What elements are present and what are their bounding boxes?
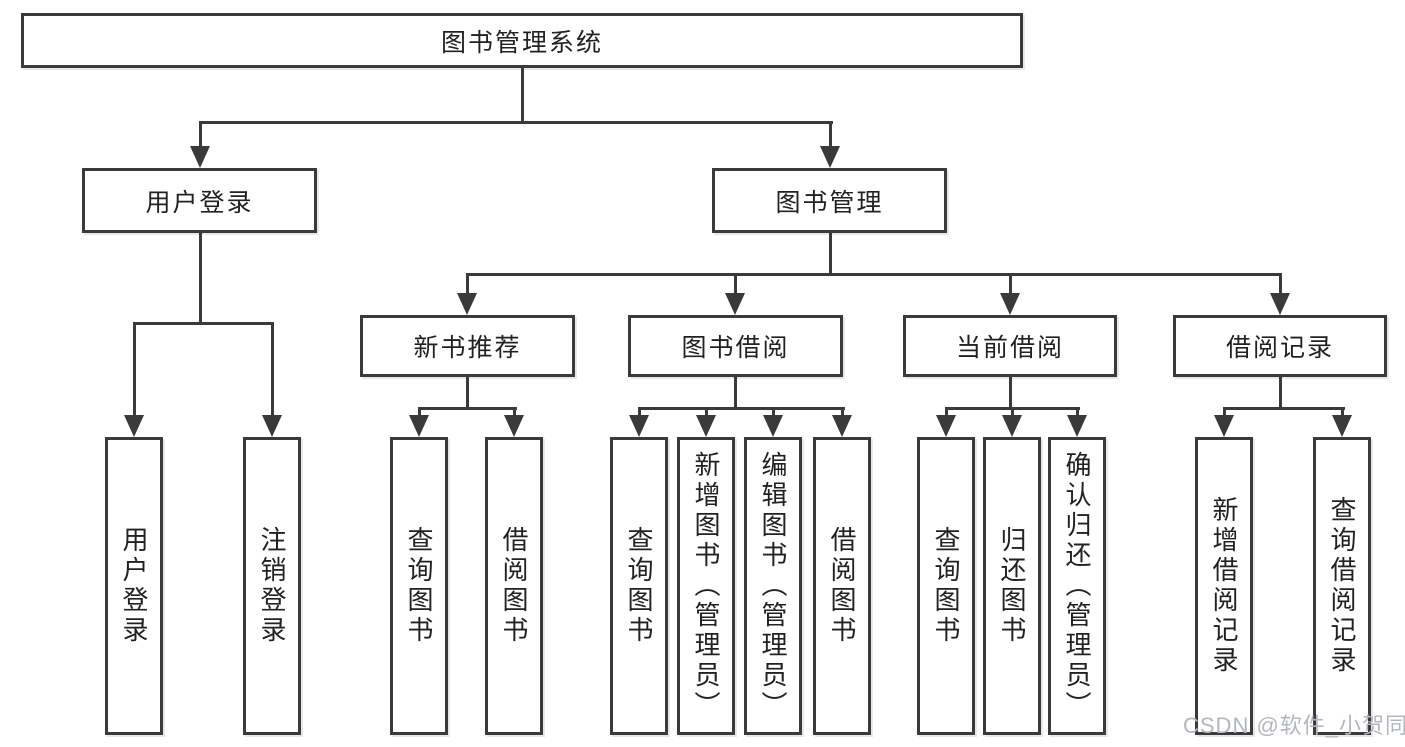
connector-line bbox=[1223, 407, 1226, 417]
arrow-down-icon bbox=[936, 415, 956, 437]
connector-line bbox=[841, 407, 844, 417]
leaf-borrow-books-label: 借阅图书 bbox=[827, 526, 857, 646]
leaf-edit-books-admin: 编辑图书（管理员） bbox=[744, 437, 802, 735]
connector-line bbox=[829, 121, 832, 148]
node-current-borrow-label: 当前借阅 bbox=[955, 334, 1064, 362]
arrow-down-icon bbox=[763, 415, 783, 437]
leaf-borrow-books-recommend: 借阅图书 bbox=[485, 437, 543, 735]
node-borrow-records-label: 借阅记录 bbox=[1225, 334, 1334, 362]
arrow-down-icon bbox=[1067, 415, 1087, 437]
arrow-down-icon bbox=[1270, 293, 1290, 315]
leaf-query-borrow-record: 查询借阅记录 bbox=[1313, 437, 1371, 735]
arrow-down-icon bbox=[1214, 415, 1234, 437]
node-current-borrow: 当前借阅 bbox=[903, 315, 1117, 377]
leaf-borrow-books: 借阅图书 bbox=[813, 437, 871, 735]
connector-line bbox=[1341, 407, 1344, 417]
node-book-management: 图书管理 bbox=[712, 168, 947, 233]
connector-line bbox=[638, 407, 845, 410]
leaf-confirm-return-admin-label: 确认归还（管理员） bbox=[1062, 451, 1092, 721]
connector-line bbox=[1223, 407, 1345, 410]
leaf-edit-books-admin-label: 编辑图书（管理员） bbox=[758, 451, 788, 721]
leaf-query-books-current: 查询图书 bbox=[917, 437, 975, 735]
arrow-down-icon bbox=[1332, 415, 1352, 437]
node-book-management-label: 图书管理 bbox=[775, 188, 884, 217]
leaf-query-books-recommend: 查询图书 bbox=[390, 437, 448, 735]
arrow-down-icon bbox=[409, 415, 429, 437]
leaf-add-borrow-record-label: 新增借阅记录 bbox=[1209, 496, 1239, 676]
arrow-down-icon bbox=[696, 415, 716, 437]
arrow-down-icon bbox=[124, 415, 144, 437]
node-borrow-records: 借阅记录 bbox=[1173, 315, 1387, 377]
connector-line bbox=[133, 322, 136, 417]
arrow-down-icon bbox=[1002, 415, 1022, 437]
node-user-login: 用户登录 bbox=[82, 168, 317, 233]
connector-line bbox=[466, 377, 469, 410]
leaf-query-books-recommend-label: 查询图书 bbox=[404, 526, 434, 646]
node-new-book-recommend-label: 新书推荐 bbox=[413, 334, 522, 362]
watermark: CSDN @软件_小贺同学 bbox=[1183, 713, 1405, 738]
connector-line bbox=[734, 273, 737, 294]
connector-line bbox=[133, 322, 274, 325]
connector-line bbox=[1009, 273, 1012, 294]
connector-line bbox=[199, 233, 202, 325]
connector-line bbox=[199, 121, 202, 148]
connector-line bbox=[829, 233, 832, 276]
leaf-borrow-books-recommend-label: 借阅图书 bbox=[499, 526, 529, 646]
leaf-add-books-admin: 新增图书（管理员） bbox=[677, 437, 735, 735]
node-book-borrow: 图书借阅 bbox=[628, 315, 843, 377]
arrow-down-icon bbox=[262, 415, 282, 437]
leaf-query-borrow-record-label: 查询借阅记录 bbox=[1327, 496, 1357, 676]
connector-line bbox=[466, 273, 469, 294]
connector-line bbox=[271, 322, 274, 417]
leaf-query-books-borrow: 查询图书 bbox=[610, 437, 668, 735]
connector-line bbox=[1009, 377, 1012, 410]
connector-line bbox=[466, 273, 1282, 276]
arrow-down-icon bbox=[629, 415, 649, 437]
leaf-add-borrow-record: 新增借阅记录 bbox=[1195, 437, 1253, 735]
node-book-borrow-label: 图书借阅 bbox=[681, 334, 790, 362]
arrow-down-icon bbox=[190, 146, 210, 168]
node-root: 图书管理系统 bbox=[21, 13, 1023, 68]
node-root-label: 图书管理系统 bbox=[440, 28, 603, 57]
connector-line bbox=[199, 121, 833, 124]
arrow-down-icon bbox=[832, 415, 852, 437]
arrow-down-icon bbox=[820, 146, 840, 168]
leaf-user-login-label: 用户登录 bbox=[119, 526, 149, 646]
leaf-query-books-current-label: 查询图书 bbox=[931, 526, 961, 646]
connector-line bbox=[1011, 407, 1014, 417]
leaf-confirm-return-admin: 确认归还（管理员） bbox=[1048, 437, 1106, 735]
leaf-add-books-admin-label: 新增图书（管理员） bbox=[691, 451, 721, 721]
arrow-down-icon bbox=[725, 293, 745, 315]
leaf-return-books: 归还图书 bbox=[983, 437, 1041, 735]
connector-line bbox=[772, 407, 775, 417]
connector-line bbox=[638, 407, 641, 417]
leaf-user-login: 用户登录 bbox=[105, 437, 163, 735]
connector-line bbox=[705, 407, 708, 417]
connector-line bbox=[945, 407, 948, 417]
leaf-query-books-borrow-label: 查询图书 bbox=[624, 526, 654, 646]
node-user-login-label: 用户登录 bbox=[145, 188, 254, 217]
connector-line bbox=[734, 377, 737, 410]
connector-line bbox=[1076, 407, 1079, 417]
connector-line bbox=[1279, 273, 1282, 294]
arrow-down-icon bbox=[457, 293, 477, 315]
connector-line bbox=[418, 407, 421, 417]
arrow-down-icon bbox=[1000, 293, 1020, 315]
leaf-return-books-label: 归还图书 bbox=[997, 526, 1027, 646]
leaf-logout: 注销登录 bbox=[243, 437, 301, 735]
arrow-down-icon bbox=[504, 415, 524, 437]
connector-line bbox=[418, 407, 517, 410]
connector-line bbox=[513, 407, 516, 417]
connector-line bbox=[1279, 377, 1282, 410]
node-new-book-recommend: 新书推荐 bbox=[360, 315, 575, 377]
leaf-logout-label: 注销登录 bbox=[257, 526, 287, 646]
connector-line bbox=[521, 68, 524, 124]
